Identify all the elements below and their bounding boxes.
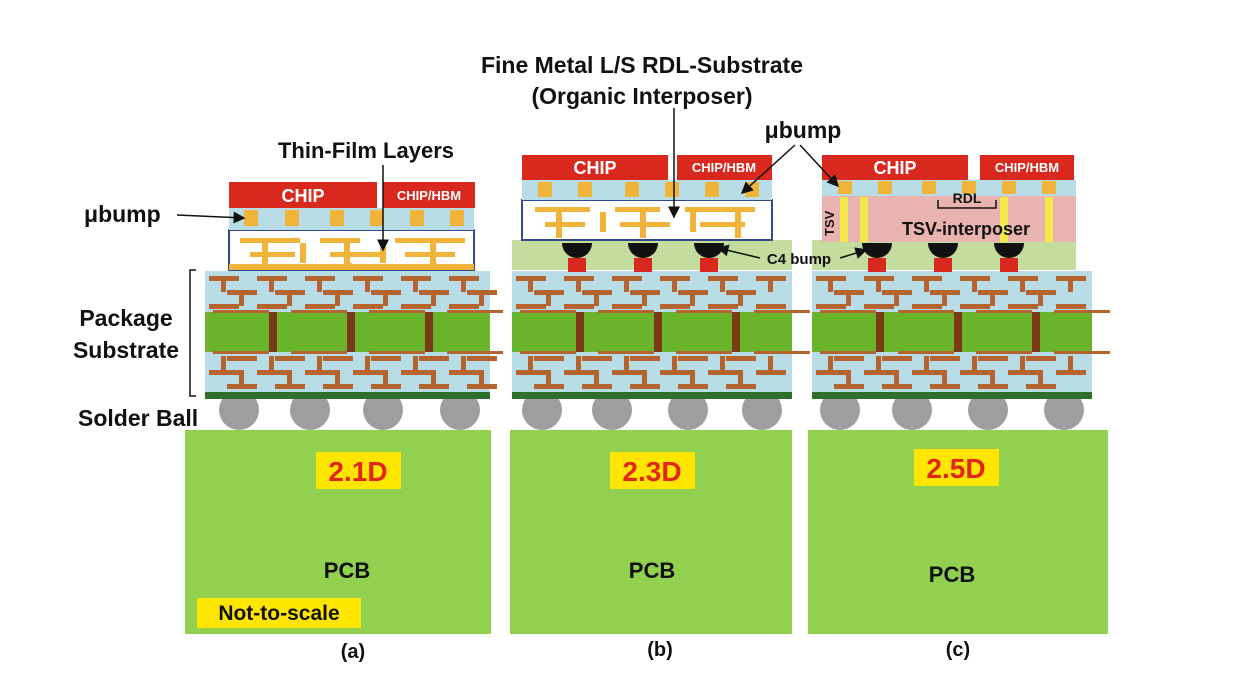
solder-balls-a bbox=[219, 390, 480, 430]
type-label-b: 2.3D bbox=[622, 456, 681, 487]
chip-hbm-a bbox=[383, 182, 475, 208]
pcb-label-c: PCB bbox=[929, 562, 975, 587]
solder-ball-label: Solder Ball bbox=[78, 405, 198, 431]
c4-bump-label: C4 bump bbox=[767, 251, 831, 268]
c4-bumps-b bbox=[562, 243, 724, 272]
caption-c: (c) bbox=[946, 639, 970, 661]
substrate-label-line2: Substrate bbox=[73, 337, 179, 363]
package-substrate-bracket bbox=[189, 269, 196, 397]
chip-label-a: CHIP bbox=[281, 186, 324, 206]
type-label-bg-c bbox=[914, 449, 999, 486]
caption-a: (a) bbox=[341, 641, 365, 663]
pcb-label-a: PCB bbox=[324, 558, 370, 583]
chip-hbm-label-a: CHIP/HBM bbox=[397, 188, 461, 203]
type-label-a: 2.1D bbox=[328, 456, 387, 487]
leader-arrows bbox=[176, 108, 868, 259]
solder-balls-b bbox=[522, 390, 782, 430]
ubump-row-c bbox=[822, 180, 1076, 196]
c4-bumps-c bbox=[862, 243, 1024, 272]
package-label-line1: Package bbox=[79, 305, 172, 331]
caption-b: (b) bbox=[647, 639, 673, 661]
package-substrate-a bbox=[205, 271, 503, 399]
ubump-row-a bbox=[229, 208, 474, 230]
chip-label-c: CHIP bbox=[873, 158, 916, 178]
solder-balls-c bbox=[820, 390, 1084, 430]
chip-hbm-label-b: CHIP/HBM bbox=[692, 160, 756, 175]
type-label-bg-b bbox=[610, 452, 695, 489]
organic-interposer-label: (Organic Interposer) bbox=[531, 83, 752, 109]
chip-hbm-label-c: CHIP/HBM bbox=[995, 160, 1059, 175]
ubump-label-a: μbump bbox=[84, 201, 161, 227]
fine-metal-label: Fine Metal L/S RDL-Substrate bbox=[481, 52, 803, 78]
chip-c bbox=[822, 155, 968, 180]
chip-hbm-b bbox=[677, 155, 772, 180]
type-label-bg-a bbox=[316, 452, 401, 489]
chip-b bbox=[522, 155, 668, 180]
type-label-c: 2.5D bbox=[926, 453, 985, 484]
not-to-scale-label: Not-to-scale bbox=[218, 602, 339, 625]
chip-hbm-c bbox=[980, 155, 1074, 180]
organic-interposer bbox=[521, 199, 773, 241]
not-to-scale-bg bbox=[197, 598, 361, 628]
thin-film-layers bbox=[228, 229, 475, 271]
chip-label-b: CHIP bbox=[573, 158, 616, 178]
pcb-label-b: PCB bbox=[629, 558, 675, 583]
rdl-bracket bbox=[937, 200, 997, 209]
chip-a bbox=[229, 182, 377, 208]
rdl-label: RDL bbox=[953, 190, 982, 206]
tsv-interposer-label: TSV-interposer bbox=[902, 219, 1030, 239]
package-substrate-c bbox=[812, 271, 1110, 399]
tsv-interposer bbox=[822, 195, 1076, 242]
tsv-label: TSV bbox=[822, 210, 837, 236]
thin-film-layers-label: Thin-Film Layers bbox=[278, 138, 454, 163]
ubump-row-b bbox=[522, 180, 772, 200]
ubump-label-bc: μbump bbox=[765, 117, 842, 143]
package-substrate-b bbox=[512, 271, 810, 399]
